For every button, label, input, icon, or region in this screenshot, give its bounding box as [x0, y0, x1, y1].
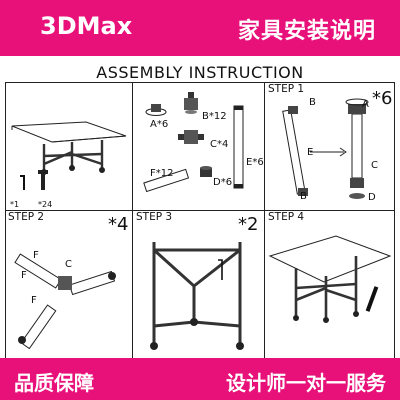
divider-v2	[264, 82, 265, 358]
designer-service: 设计师一对一服务	[226, 371, 386, 395]
step4-title: STEP 4	[268, 211, 305, 223]
step1-label-e: E	[307, 147, 314, 158]
part-d-cap	[200, 166, 212, 177]
part-f-label: F*12	[150, 168, 174, 179]
part-d-label: D*6	[213, 177, 233, 188]
step1-count: *6	[372, 88, 393, 109]
page-title: 家具安装说明	[237, 19, 376, 44]
step2-title: STEP 2	[8, 211, 45, 223]
step2-label-f1: F	[33, 250, 39, 261]
frame-top	[5, 82, 395, 83]
part-b-label: B*12	[202, 111, 227, 122]
divider-v1	[132, 82, 133, 358]
step3-count: *2	[238, 214, 259, 235]
frame-right	[394, 82, 395, 358]
step1-label-b2: B	[300, 191, 307, 202]
sheet-title: ASSEMBLY INSTRUCTION	[96, 63, 304, 82]
step1-illustration	[282, 98, 369, 199]
instruction-sheet: ASSEMBLY INSTRUCTION *1 *24	[0, 56, 400, 358]
header-band: 3DMax 家具安装说明	[0, 0, 400, 56]
part-a-label: A*6	[150, 119, 169, 130]
step1-label-c: C	[371, 160, 378, 171]
step4-illustration	[268, 235, 392, 323]
table-overview-illustration	[11, 121, 127, 190]
part-e-long-pipe	[233, 105, 244, 189]
step1-label-a: A	[362, 99, 369, 110]
step2-illustration	[14, 253, 116, 350]
brand-name: 3DMax	[40, 12, 133, 40]
footer-band: 品质保障 设计师一对一服务	[0, 358, 400, 400]
part-c-cross	[178, 130, 204, 144]
parts-illustration	[143, 92, 244, 193]
step1-label-b: B	[309, 97, 316, 108]
step2-count: *4	[108, 214, 129, 235]
part-f-short-pipe	[143, 168, 190, 193]
bolt-count: *24	[38, 200, 53, 209]
part-a-flange	[145, 104, 167, 116]
step1-label-d: D	[368, 192, 376, 203]
part-e-label: E*6	[246, 157, 264, 168]
step2-label-f2: F	[21, 270, 27, 281]
screw-count: *1	[10, 200, 20, 209]
divider-mid	[5, 210, 395, 211]
step3-illustration	[150, 242, 244, 350]
step2-label-c: C	[65, 259, 72, 270]
part-b-tee	[184, 92, 198, 114]
part-c-label: C*4	[210, 139, 229, 150]
step3-title: STEP 3	[136, 211, 173, 223]
step1-title: STEP 1	[268, 83, 305, 95]
step2-label-f3: F	[31, 295, 37, 306]
quality-guarantee: 品质保障	[14, 371, 94, 395]
frame-left	[5, 82, 6, 358]
